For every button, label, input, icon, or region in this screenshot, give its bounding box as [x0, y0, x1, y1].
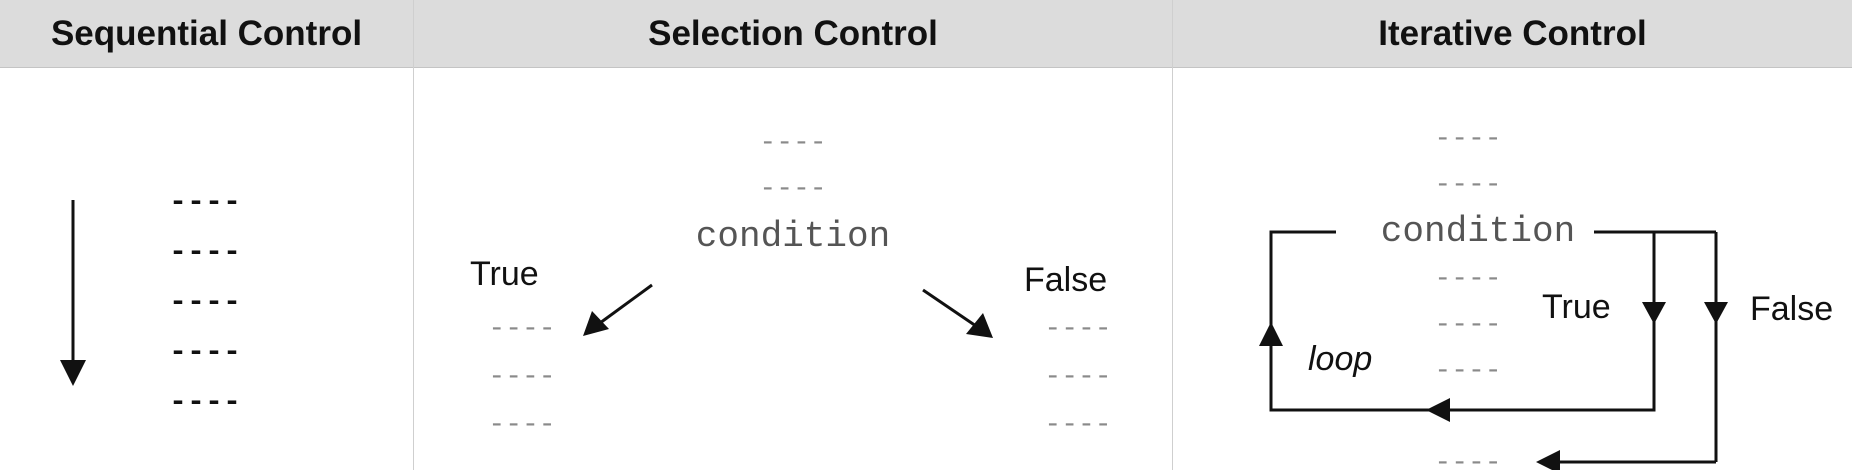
iterative-body-statement-3: ---- [1434, 356, 1501, 387]
sequential-statement-3: ---- [169, 286, 241, 320]
iterative-panel: ---- ---- condition ---- ---- ---- True … [1259, 124, 1833, 470]
column-divider-2 [1172, 0, 1173, 470]
header-sequential-control: Sequential Control [50, 13, 363, 53]
iterative-pre-statement-1: ---- [1434, 124, 1501, 155]
sequential-statement-2: ---- [169, 236, 241, 270]
selection-false-label: False [1024, 261, 1107, 299]
iterative-exit-statement: ---- [1434, 448, 1501, 470]
selection-true-arrow-icon [583, 311, 609, 336]
iterative-body-statement-2: ---- [1434, 310, 1501, 341]
iterative-loop-left-arrow-icon [1426, 398, 1450, 422]
header-iterative-control: Iterative Control [1378, 13, 1647, 53]
selection-true-statement-2: ---- [488, 362, 555, 393]
iterative-loop-up-arrow-icon [1259, 322, 1283, 346]
iterative-exit-left-arrow-icon [1536, 450, 1560, 470]
iterative-true-down-arrow-icon [1642, 302, 1666, 324]
selection-false-statement-1: ---- [1044, 314, 1111, 345]
column-divider-1 [413, 0, 414, 470]
sequential-statement-1: ---- [169, 186, 241, 220]
iterative-loop-path [1269, 230, 1656, 412]
selection-true-arrow-line [599, 283, 653, 325]
sequential-down-arrow-icon [60, 360, 86, 386]
header-row [0, 0, 1852, 68]
selection-condition: condition [696, 216, 890, 257]
iterative-false-down-arrow-icon [1704, 302, 1728, 324]
selection-false-arrow-icon [966, 313, 993, 338]
iterative-pre-statement-2: ---- [1434, 170, 1501, 201]
selection-false-arrow-line [922, 288, 977, 328]
sequential-statement-4: ---- [169, 336, 241, 370]
selection-pre-statement-1: ---- [759, 128, 826, 159]
iterative-condition: condition [1381, 211, 1575, 252]
selection-false-statement-3: ---- [1044, 410, 1111, 441]
header-selection-control: Selection Control [648, 13, 938, 53]
selection-pre-statement-2: ---- [759, 174, 826, 205]
selection-true-statement-3: ---- [488, 410, 555, 441]
iterative-loop-label: loop [1308, 340, 1372, 378]
iterative-body-statement-1: ---- [1434, 264, 1501, 295]
selection-panel: ---- ---- condition True False ---- ----… [470, 128, 1112, 441]
selection-true-statement-1: ---- [488, 314, 555, 345]
selection-false-statement-2: ---- [1044, 362, 1111, 393]
sequential-statement-5: ---- [169, 386, 241, 420]
selection-true-label: True [470, 255, 539, 293]
sequential-panel: ---- ---- ---- ---- ---- [60, 186, 241, 420]
iterative-false-label: False [1750, 290, 1833, 328]
iterative-true-label: True [1542, 288, 1611, 326]
